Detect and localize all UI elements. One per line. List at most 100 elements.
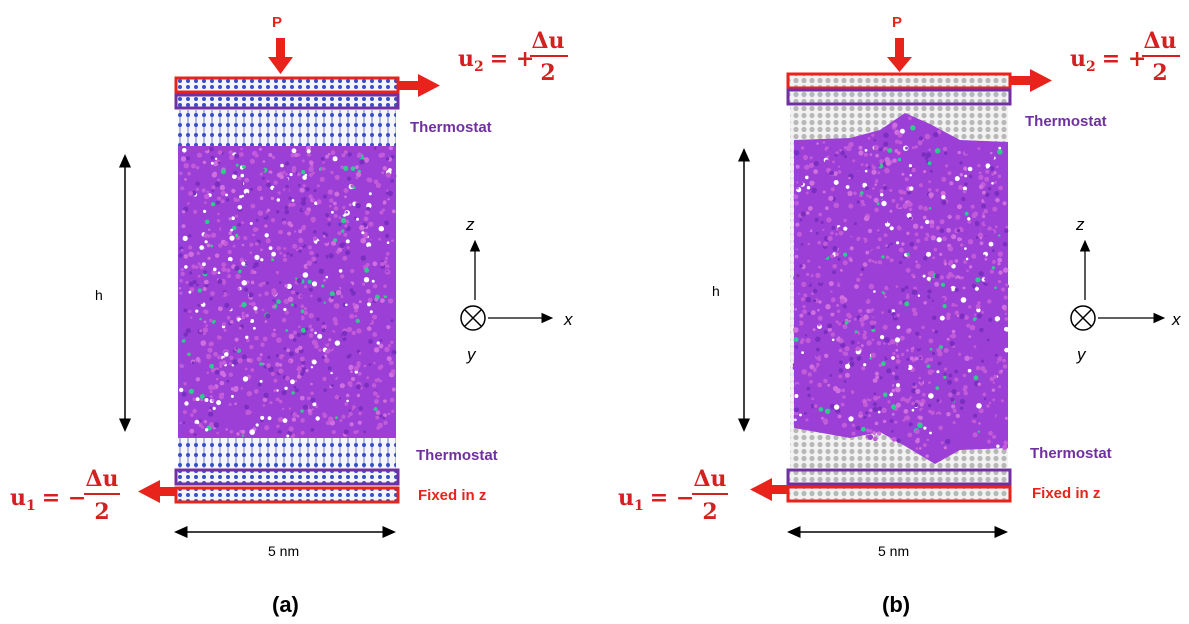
atom-dot: [829, 147, 835, 153]
atom-dot: [869, 243, 875, 250]
atom-dot: [821, 416, 824, 420]
atom-dot: [968, 305, 972, 309]
atom-dot: [898, 189, 903, 194]
atom-dot: [328, 338, 332, 342]
atom-dot: [341, 153, 346, 158]
atom-dot: [924, 133, 931, 140]
atom-dot: [873, 139, 877, 142]
atom-dot: [210, 232, 217, 238]
atom-dot: [351, 290, 356, 296]
atom-dot: [926, 251, 931, 257]
atom-dot: [181, 361, 185, 365]
atom-dot: [800, 211, 806, 217]
atom-dot: [272, 167, 277, 172]
atom-dot: [954, 176, 960, 182]
atom-dot: [311, 219, 315, 223]
atom-dot: [968, 335, 972, 338]
atom-dot: [831, 338, 835, 342]
atom-dot: [975, 277, 981, 283]
atom-dot: [367, 302, 371, 307]
atom-dot: [800, 297, 805, 302]
atom-dot: [824, 175, 829, 181]
atom-dot: [959, 260, 963, 264]
atom-dot: [321, 324, 327, 330]
atom-dot: [390, 154, 395, 159]
atom-dot: [916, 159, 922, 165]
atom-dot: [878, 363, 882, 367]
atom-dot: [358, 406, 363, 411]
atom-dot: [241, 221, 245, 225]
atom-dot: [325, 154, 329, 159]
atom-dot: [947, 360, 952, 365]
atom-dot: [903, 219, 909, 225]
atom-dot: [807, 372, 812, 377]
atom-dot: [901, 242, 905, 246]
atom-dot: [814, 217, 819, 222]
atom-dot: [804, 412, 807, 415]
atom-dot: [268, 173, 272, 177]
atom-dot: [206, 190, 210, 194]
atom-dot: [955, 304, 958, 307]
atom-dot: [911, 374, 918, 380]
atom-dot: [229, 235, 235, 241]
atom-dot: [805, 265, 810, 270]
atom-dot: [862, 178, 867, 183]
atom-dot: [195, 397, 200, 402]
atom-dot: [921, 408, 926, 414]
atom-dot: [191, 247, 197, 252]
atom-dot: [954, 259, 959, 263]
atom-dot: [279, 251, 283, 255]
atom-dot: [310, 382, 313, 386]
atom-dot: [265, 281, 270, 285]
atom-dot: [302, 404, 309, 410]
atom-dot: [815, 229, 818, 232]
atom-dot: [344, 195, 347, 199]
atom-dot: [327, 217, 331, 222]
atom-dot: [389, 416, 395, 422]
atom-dot: [234, 337, 239, 342]
atom-dot: [241, 194, 244, 198]
atom-dot: [986, 404, 990, 408]
atom-dot: [1000, 287, 1006, 292]
atom-dot: [942, 146, 948, 152]
atom-dot: [349, 422, 354, 427]
atom-dot: [934, 148, 941, 154]
atom-dot: [979, 327, 984, 333]
atom-dot: [908, 342, 914, 348]
atom-dot: [938, 137, 944, 142]
atom-dot: [988, 401, 992, 405]
atom-dot: [823, 378, 828, 384]
atom-dot: [253, 279, 259, 285]
atom-dot: [1004, 317, 1009, 321]
bottom-eq-numerator: Δu: [85, 466, 118, 492]
atom-dot: [340, 217, 347, 224]
atom-dot: [908, 216, 912, 220]
atom-dot: [364, 267, 370, 273]
bottom-fixed-box: [786, 485, 1012, 503]
atom-dot: [957, 283, 964, 289]
atom-dot: [818, 411, 822, 415]
atom-dot: [864, 149, 868, 152]
atom-dot: [806, 412, 812, 417]
atom-dot: [191, 163, 196, 169]
atom-dot: [366, 376, 370, 380]
atom-dot: [854, 330, 858, 334]
height-label: h: [95, 287, 103, 303]
atom-dot: [179, 165, 183, 168]
atom-dot: [382, 416, 386, 420]
atom-dot: [910, 397, 916, 402]
atom-dot: [793, 275, 798, 281]
atom-dot: [809, 180, 815, 186]
atom-dot: [214, 369, 220, 375]
atom-dot: [886, 291, 890, 295]
atom-dot: [379, 364, 384, 369]
atom-dot: [977, 290, 982, 296]
atom-dot: [323, 301, 326, 304]
atom-dot: [217, 161, 221, 165]
atom-dot: [187, 352, 191, 357]
atom-dot: [237, 205, 243, 210]
atom-dot: [915, 260, 918, 263]
atom-dot: [895, 348, 899, 352]
atom-dot: [841, 422, 848, 428]
atom-dot: [977, 147, 981, 150]
